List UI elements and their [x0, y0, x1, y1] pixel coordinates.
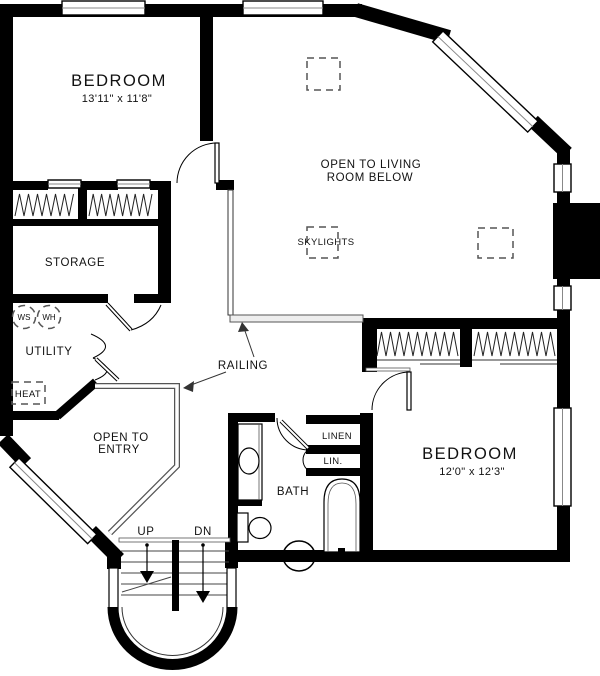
skylight-1	[306, 57, 341, 91]
railings	[95, 314, 364, 536]
bedroom2-dims: 12'0" x 12'3"	[439, 466, 505, 478]
closet1-sliding-door	[47, 179, 82, 189]
closet-rod-symbols	[14, 193, 556, 357]
bath-label: BATH	[277, 486, 309, 498]
living-void-edge	[227, 189, 234, 316]
bedroom2-label: BEDROOM	[422, 445, 518, 463]
closet-rod-2	[88, 193, 153, 217]
railing-entry-inner	[95, 384, 179, 535]
stair-tower	[107, 567, 238, 670]
storage-label: STORAGE	[45, 257, 105, 269]
water-heater-label: WH	[42, 313, 56, 322]
washer-circle	[11, 304, 37, 330]
down-arrow	[196, 543, 210, 603]
doors	[90, 142, 412, 474]
chimney	[553, 203, 600, 279]
skylight-3	[477, 227, 514, 259]
labels: BEDROOM 13'11" x 11'8" OPEN TO LIVING RO…	[15, 72, 518, 538]
railing-label: RAILING	[218, 360, 268, 372]
fixtures	[11, 57, 514, 553]
bath-door	[276, 417, 310, 451]
railing-hall	[229, 314, 364, 323]
windows	[8, 0, 572, 545]
bedroom1-dims: 13'11" x 11'8"	[82, 93, 152, 105]
window-diagonal-lower	[8, 457, 98, 545]
heat-unit	[11, 381, 46, 405]
window-right-2	[553, 285, 572, 311]
closet-rod-1	[14, 193, 74, 217]
window-right-3	[553, 407, 572, 507]
washer-label: WS	[18, 313, 31, 322]
bedroom2-door	[365, 367, 412, 411]
skylight-2	[306, 226, 339, 259]
window-diagonal-upper	[431, 30, 540, 134]
living-label-line1: OPEN TO LIVING	[321, 159, 422, 171]
lin-label: LIN.	[323, 456, 342, 467]
skylights-label: SKYLIGHTS	[298, 237, 355, 248]
closet2-sliding-door	[116, 179, 151, 189]
utility-label: UTILITY	[25, 346, 72, 358]
entry-label-line2: ENTRY	[98, 444, 140, 456]
heat-label: HEAT	[15, 389, 41, 400]
closet-rod-3	[376, 331, 459, 357]
interior-walls	[13, 17, 570, 552]
staircase	[107, 537, 238, 670]
storage-door	[105, 302, 162, 332]
window-right-1	[553, 163, 572, 193]
bath-vanity	[237, 423, 263, 501]
bedroom1-door	[176, 142, 220, 184]
window-top-right	[242, 0, 324, 16]
sink	[238, 447, 260, 475]
linen-label: LINEN	[322, 431, 352, 442]
bathtub	[323, 478, 361, 553]
up-label: UP	[137, 526, 154, 538]
closet-rod-4	[473, 331, 556, 357]
up-arrow	[140, 543, 154, 583]
down-label: DN	[194, 526, 212, 538]
water-heater-circle	[36, 304, 62, 330]
toilet	[236, 512, 272, 543]
utility-door	[90, 333, 120, 382]
railing-entry-outer	[95, 383, 180, 536]
railing-leaders	[183, 322, 255, 392]
window-top-left	[61, 0, 146, 16]
lin-door	[302, 446, 317, 474]
bedroom1-label: BEDROOM	[71, 72, 167, 90]
stair-divider	[172, 540, 179, 611]
living-label-line2: ROOM BELOW	[327, 172, 414, 184]
entry-label-line1: OPEN TO	[93, 432, 149, 444]
